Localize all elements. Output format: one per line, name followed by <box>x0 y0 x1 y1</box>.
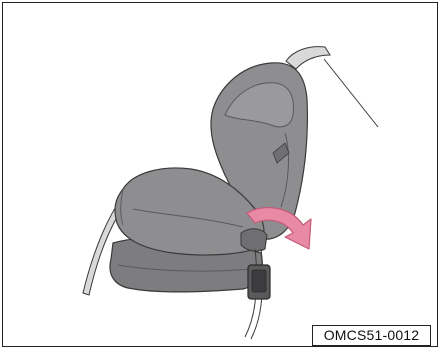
child-seat-illustration <box>3 3 439 348</box>
seat-belt-buckle-icon <box>248 265 270 299</box>
figure-frame: OMCS51-0012 <box>2 2 438 347</box>
figure-code-label: OMCS51-0012 <box>312 325 431 346</box>
